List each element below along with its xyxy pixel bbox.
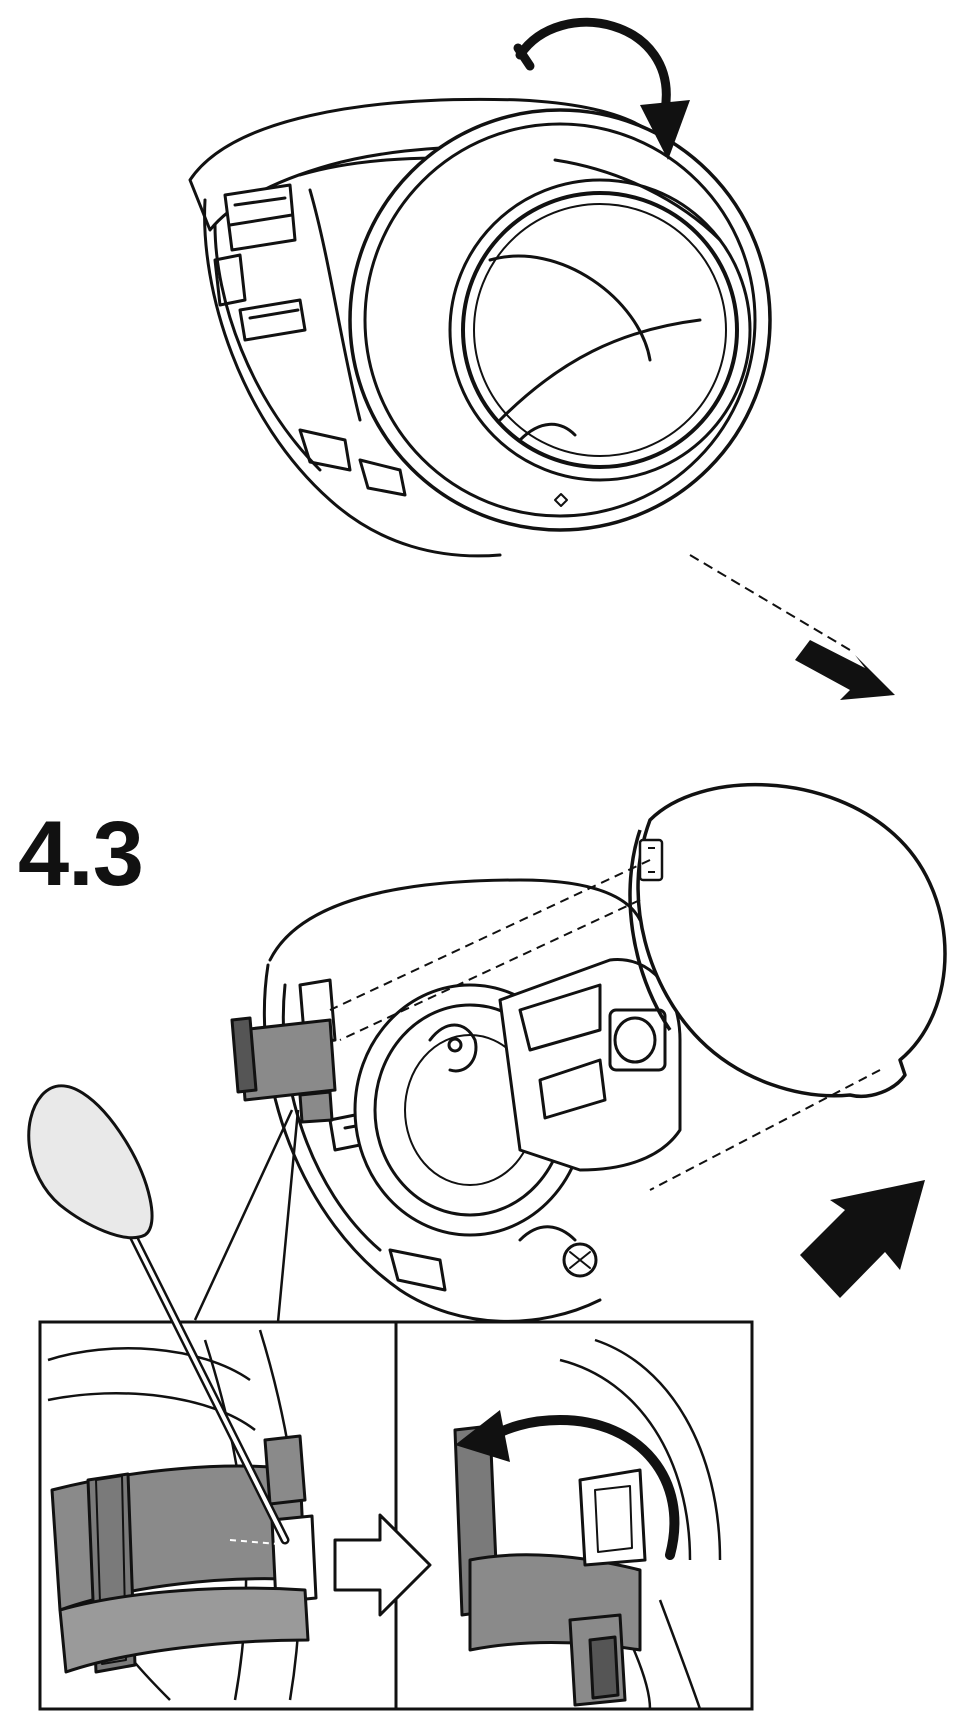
- fuel-cap: [628, 782, 947, 1098]
- filler-housing-middle: [230, 878, 682, 1323]
- install-direction-arrow-icon: [800, 1180, 925, 1298]
- rotate-clockwise-arrow-icon: [513, 17, 690, 160]
- callout-leaders: [193, 1109, 300, 1323]
- clip-after: [453, 1424, 647, 1707]
- step-number-label: 4.3: [18, 803, 144, 905]
- detail-inset: [27, 1084, 754, 1711]
- clip-before: [50, 1434, 318, 1674]
- then-outline-arrow-icon: [333, 1513, 432, 1617]
- assembly-guide-lines: [329, 859, 881, 1191]
- remove-direction-arrow-icon: [689, 554, 895, 700]
- filler-housing-top: [188, 97, 772, 558]
- rotate-counterclockwise-arrow-icon: [455, 1410, 680, 1560]
- screwdriver: [27, 1084, 290, 1545]
